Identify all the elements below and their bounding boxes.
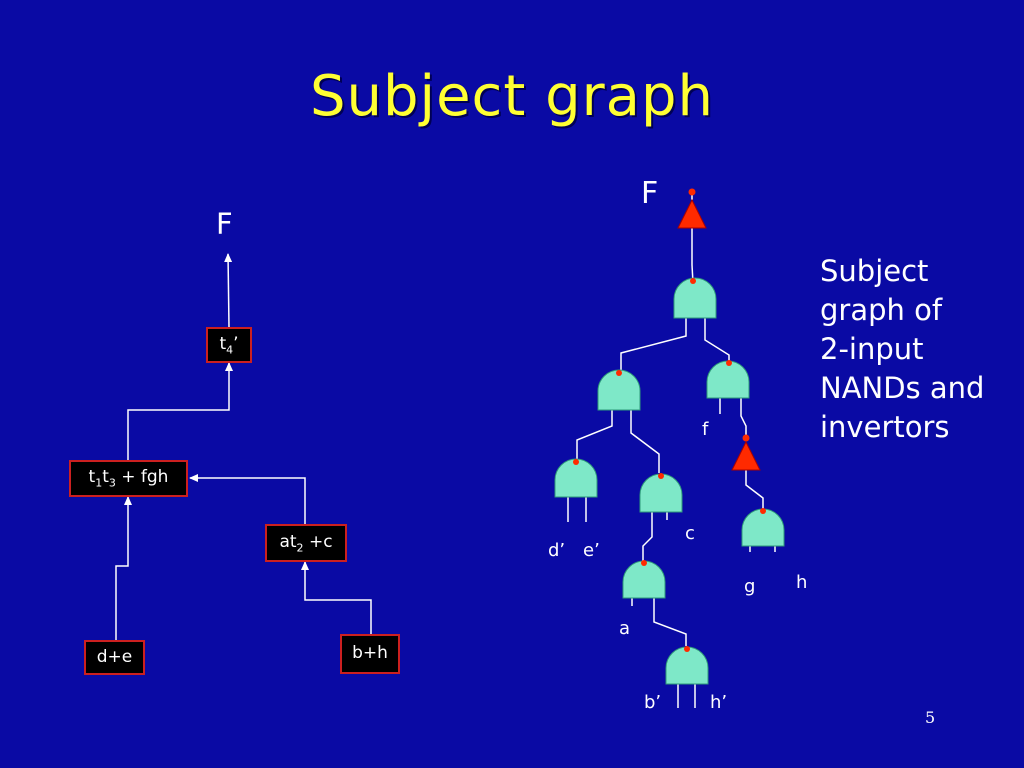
nand-gate-right — [706, 360, 750, 399]
label-f: f — [702, 419, 709, 440]
invertor-f-pin — [742, 434, 750, 442]
nand-gate-de — [554, 458, 598, 498]
right-output-f-label: F — [641, 176, 659, 211]
invertor-f — [731, 440, 761, 471]
caption-line: Subject — [820, 254, 929, 288]
nand-gate-bh — [665, 646, 709, 685]
node-b-plus-h: b+h — [340, 634, 400, 674]
nand-gate-a — [622, 560, 666, 599]
label-g: g — [744, 576, 756, 597]
nand-gate-top — [673, 277, 717, 319]
caption-line: graph of — [820, 293, 943, 327]
caption-line: 2-input — [820, 332, 924, 366]
left-output-f-label: F — [216, 207, 233, 241]
caption-line: invertors — [820, 410, 950, 444]
output-pin — [688, 188, 696, 196]
invertor-top — [677, 198, 707, 229]
label-d-prime: d’ — [548, 540, 566, 561]
caption: Subject graph of 2-input NANDs and inver… — [820, 252, 984, 447]
label-c: c — [685, 523, 695, 544]
node-d-plus-e: d+e — [84, 640, 145, 675]
slide-title: Subject graph — [309, 64, 715, 129]
label-a: a — [619, 618, 631, 639]
caption-line: NANDs and — [820, 371, 985, 405]
node-t4-prime: t4’ — [206, 327, 252, 363]
label-h-prime: h’ — [710, 692, 728, 713]
slide-number: 5 — [925, 708, 936, 727]
label-h: h — [796, 572, 808, 593]
node-at2-c: at2 +c — [265, 524, 347, 562]
label-b-prime: b’ — [644, 692, 662, 713]
nand-gate-gh — [741, 508, 785, 547]
node-t1t3-fgh: t1t3 + fgh — [69, 460, 188, 497]
nand-gate-c — [639, 473, 683, 513]
label-e-prime: e’ — [583, 540, 600, 561]
nand-gate-left — [597, 369, 641, 411]
